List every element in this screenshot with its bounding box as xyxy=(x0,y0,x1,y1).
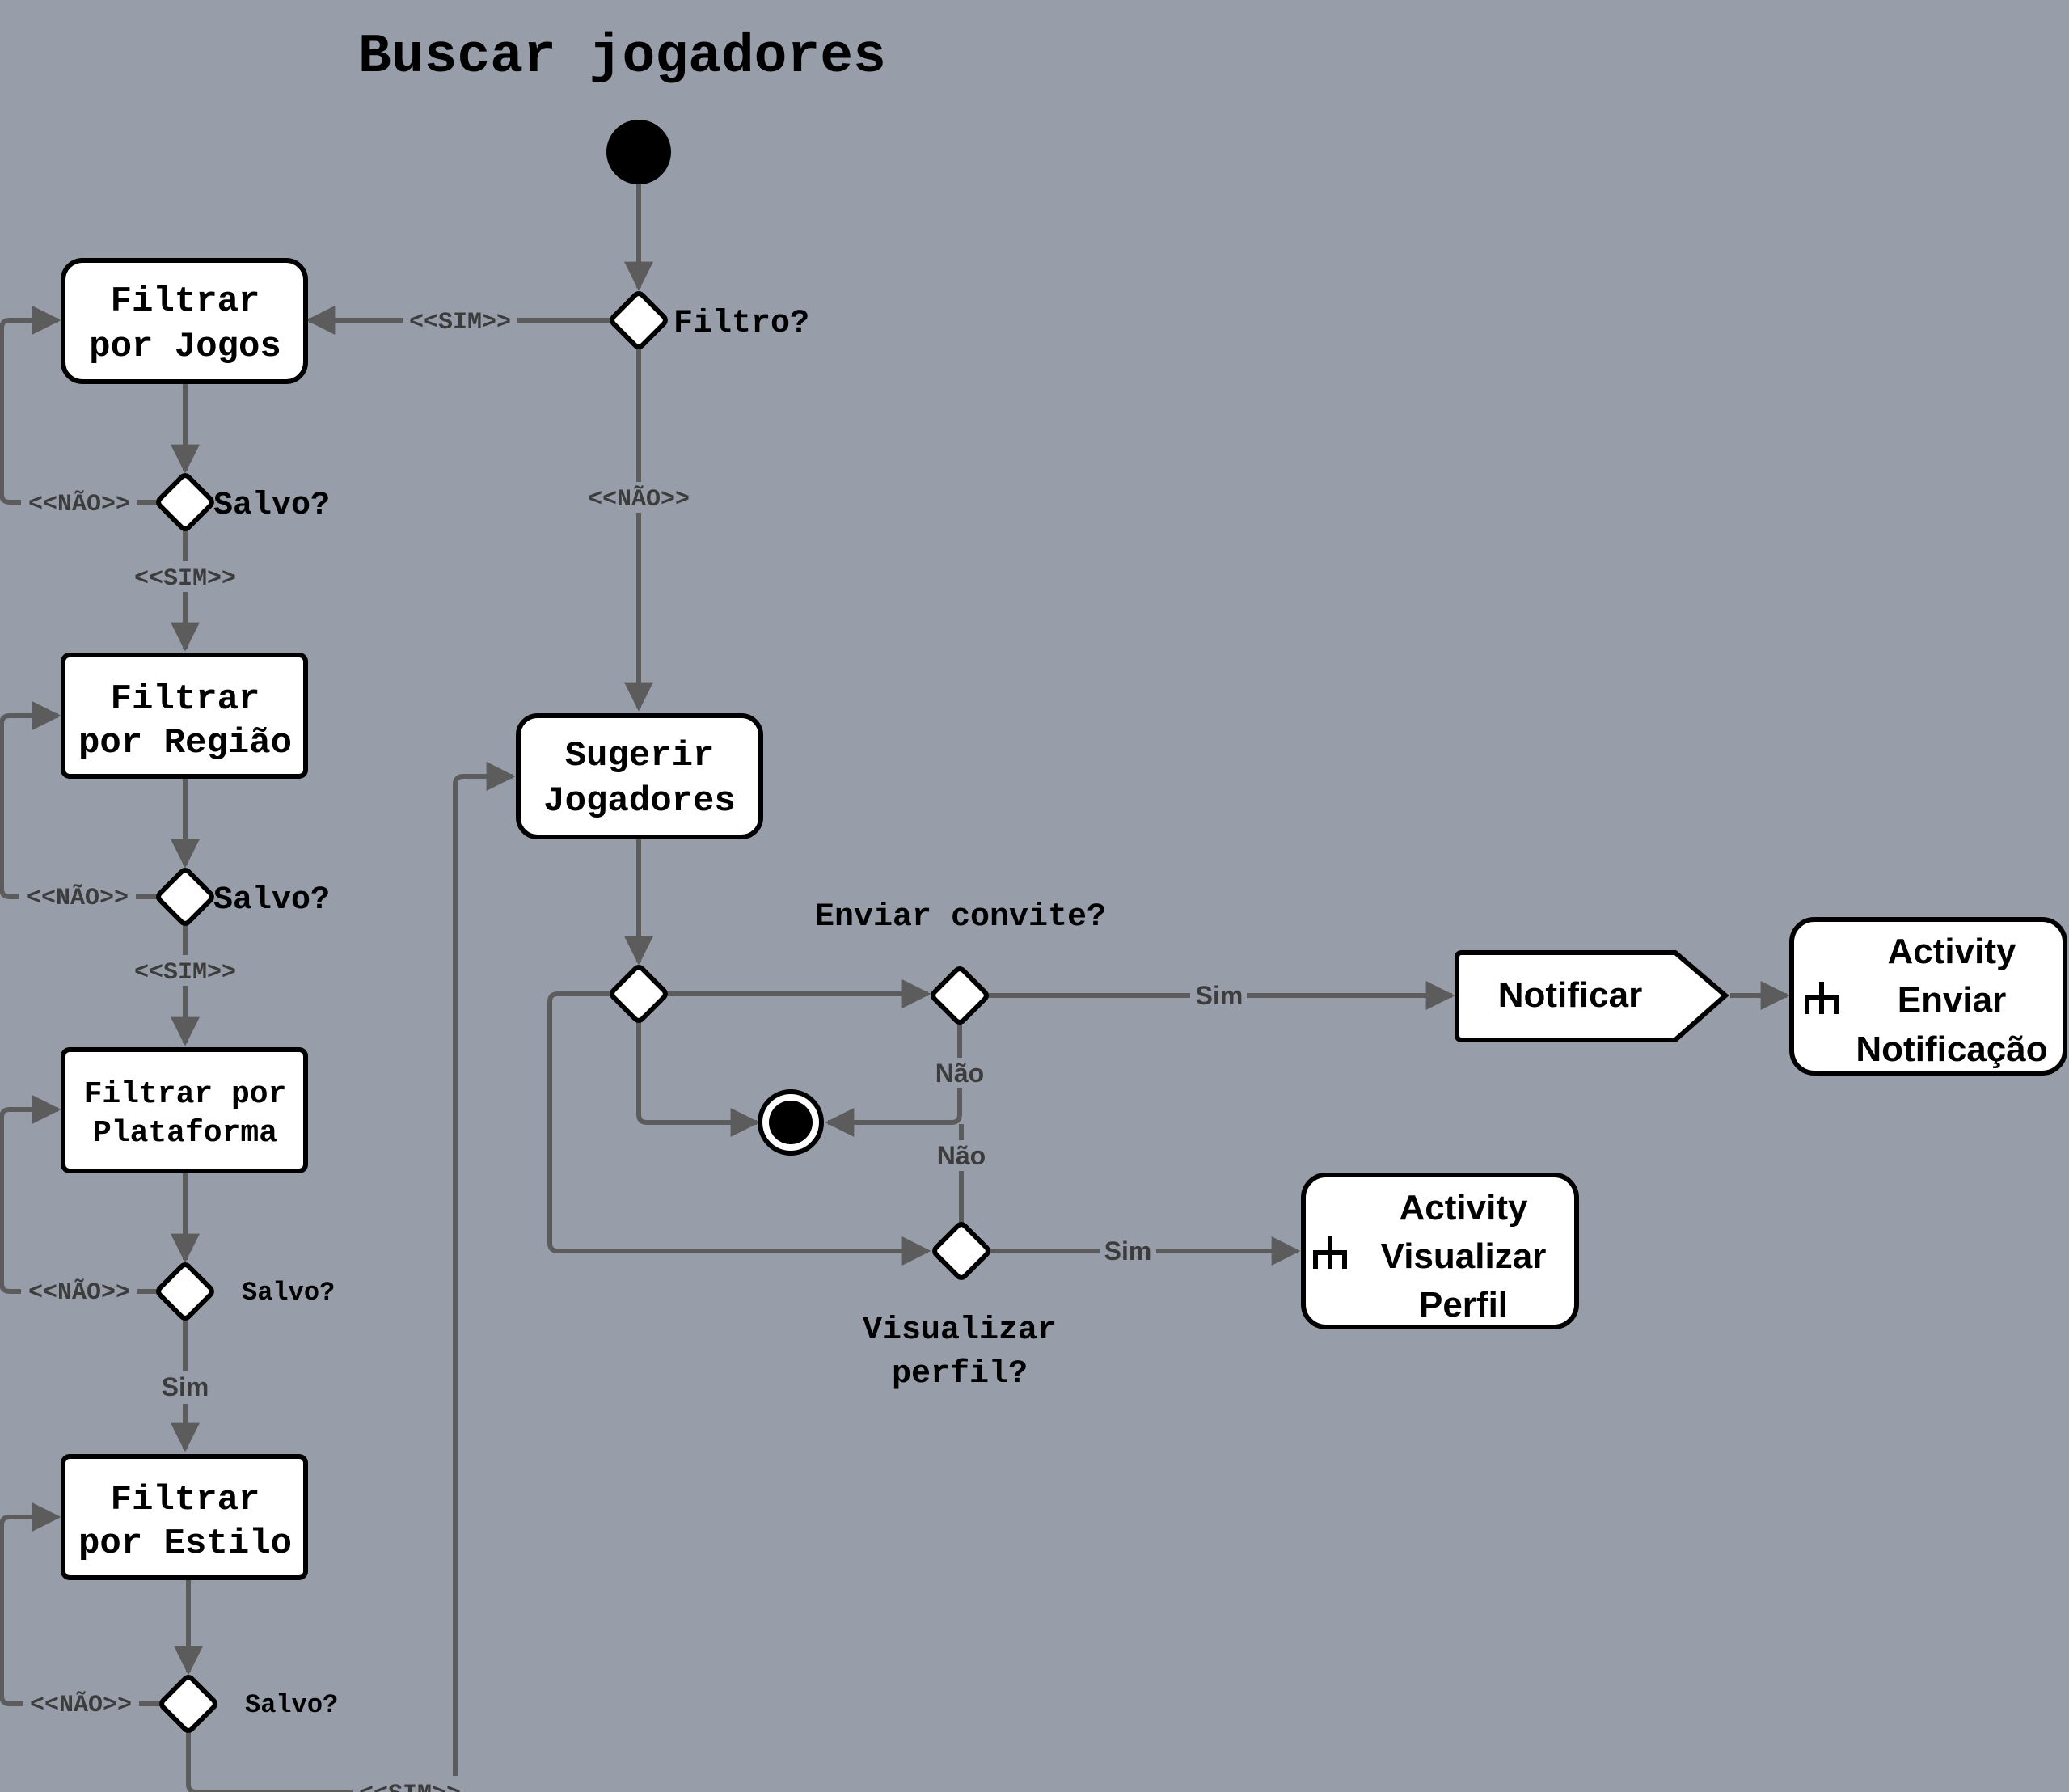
node-label-line: Visualizar xyxy=(1381,1236,1547,1276)
label-salvo1-nao: <<NÃO>> xyxy=(28,490,130,518)
node-filtrar-regiao[interactable]: Filtrar por Região xyxy=(61,653,308,779)
label-perfil-sim: Sim xyxy=(1104,1236,1152,1266)
call-behavior-icon xyxy=(1313,1236,1347,1269)
decision-merge[interactable] xyxy=(610,965,668,1023)
node-sugerir-jogadores[interactable]: Sugerir Jogadores xyxy=(516,713,763,839)
node-label-line: por Região xyxy=(78,723,292,763)
decision-visualizar-perfil-label: perfil? xyxy=(892,1356,1028,1393)
node-label-line: Filtrar por xyxy=(84,1077,287,1112)
label-perfil-nao: Não xyxy=(937,1141,986,1170)
node-filtrar-plataforma[interactable]: Filtrar por Plataforma xyxy=(61,1047,308,1173)
node-label-line: Notificar xyxy=(1498,975,1642,1015)
edges xyxy=(0,184,1790,1792)
node-label-line: Enviar xyxy=(1898,980,2007,1020)
diagram-title: Buscar jogadores xyxy=(358,26,886,88)
node-label-line: Jogadores xyxy=(543,781,736,822)
node-label-line: Filtrar xyxy=(111,281,260,322)
edge-salvo3-nao xyxy=(0,1095,157,1294)
node-label-line: Notificação xyxy=(1856,1029,2047,1069)
node-label-line: Activity xyxy=(1888,932,2016,971)
node-label-line: por Jogos xyxy=(89,327,281,367)
label-salvo1-sim: <<SIM>> xyxy=(134,565,236,593)
edge-decision-final xyxy=(636,1022,760,1137)
node-label-line: Filtrar xyxy=(111,1480,260,1520)
label-salvo3-sim: Sim xyxy=(162,1372,209,1401)
edge-salvo4-sim xyxy=(186,762,516,1792)
edge-convite-nao xyxy=(825,1024,962,1137)
decision-visualizar-perfil[interactable] xyxy=(932,1222,990,1280)
edge-salvo1-nao xyxy=(0,306,157,505)
node-label-line: por Estilo xyxy=(78,1524,292,1564)
node-label-line: Sugerir xyxy=(565,736,715,776)
decision-visualizar-perfil-label: Visualizar xyxy=(863,1312,1057,1349)
label-salvo3-nao: <<NÃO>> xyxy=(28,1278,130,1307)
label-convite-nao: Não xyxy=(935,1059,984,1088)
label-salvo2-nao: <<NÃO>> xyxy=(27,884,129,912)
node-activity-enviar-notificacao[interactable]: Activity Enviar Notificação xyxy=(1789,917,2067,1076)
edge-salvo4-nao xyxy=(0,1502,160,1706)
decision-salvo-1-label: Salvo? xyxy=(213,488,330,524)
decision-salvo-4[interactable] xyxy=(159,1675,217,1733)
node-notificar[interactable]: Notificar xyxy=(1455,950,1729,1042)
node-filtrar-estilo[interactable]: Filtrar por Estilo xyxy=(61,1454,308,1580)
node-label-line: Activity xyxy=(1400,1188,1528,1228)
decision-filtro-label: Filtro? xyxy=(673,306,809,342)
label-salvo4-sim: <<SIM>> xyxy=(359,1781,461,1792)
decision-salvo-2[interactable] xyxy=(156,868,214,926)
decision-filtro[interactable] xyxy=(610,291,668,349)
node-filtrar-jogos[interactable]: Filtrar por Jogos xyxy=(61,258,308,384)
edge-decision-perfil xyxy=(547,991,931,1266)
node-activity-visualizar-perfil[interactable]: Activity Visualizar Perfil xyxy=(1301,1173,1579,1329)
decision-salvo-3[interactable] xyxy=(156,1262,214,1321)
decision-salvo-3-label: Salvo? xyxy=(242,1278,335,1308)
decision-enviar-convite[interactable] xyxy=(931,966,989,1025)
label-salvo4-nao: <<NÃO>> xyxy=(30,1691,132,1719)
label-convite-sim: Sim xyxy=(1196,981,1244,1010)
label-filtro-nao: <<NÃO>> xyxy=(588,485,690,514)
decision-salvo-2-label: Salvo? xyxy=(213,882,330,919)
call-behavior-icon xyxy=(1805,982,1839,1014)
node-label-line: Perfil xyxy=(1419,1285,1508,1325)
label-filtro-sim: <<SIM>> xyxy=(409,309,511,336)
initial-node xyxy=(606,120,671,184)
node-label-line: Filtrar xyxy=(111,679,260,720)
decision-salvo-1[interactable] xyxy=(156,473,214,531)
node-label-line: Plataforma xyxy=(93,1116,277,1151)
decision-enviar-convite-label: Enviar convite? xyxy=(815,899,1106,936)
label-salvo2-sim: <<SIM>> xyxy=(134,959,236,987)
edge-salvo2-nao xyxy=(0,701,157,899)
edge-labels: <<SIM>> <<NÃO>> <<NÃO>> <<SIM>> <<NÃO>> … xyxy=(19,306,1247,1792)
decision-salvo-4-label: Salvo? xyxy=(245,1690,338,1720)
final-node xyxy=(758,1089,824,1156)
